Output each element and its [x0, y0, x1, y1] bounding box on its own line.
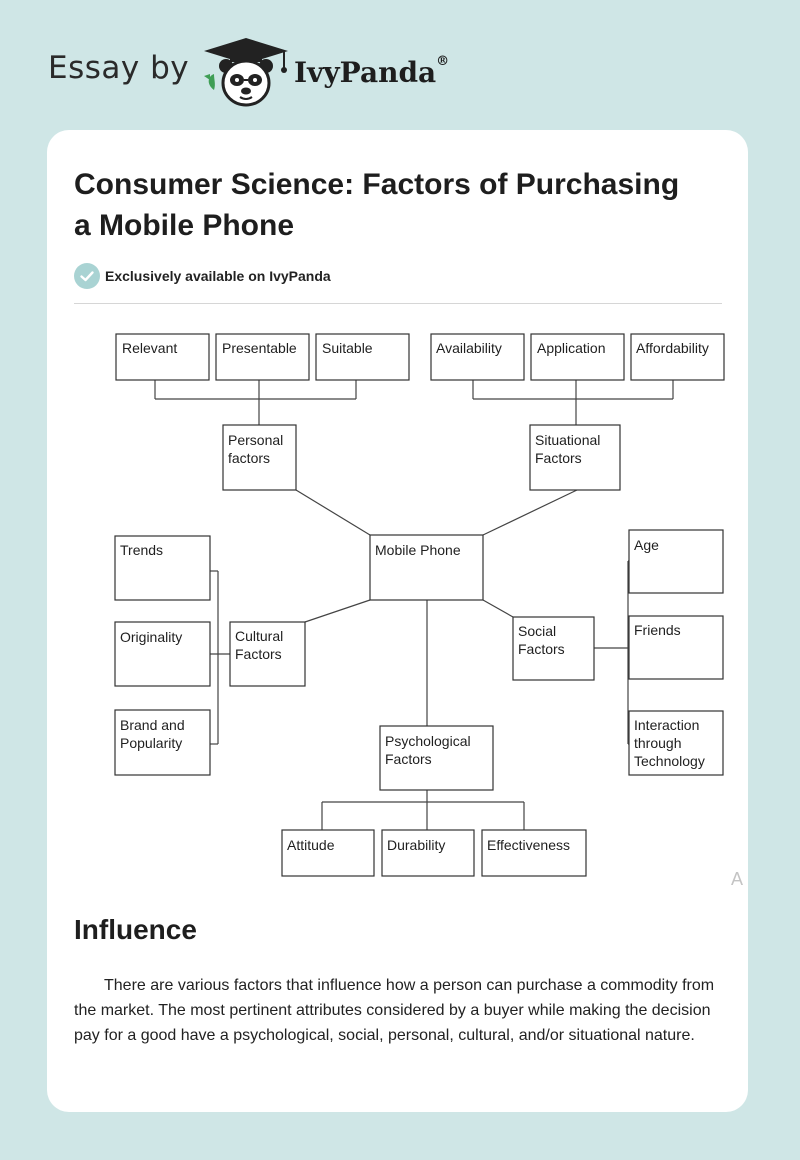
- svg-text:factors: factors: [228, 450, 270, 466]
- svg-text:Attitude: Attitude: [287, 837, 335, 853]
- svg-text:Interaction: Interaction: [634, 717, 699, 733]
- svg-text:Originality: Originality: [120, 629, 182, 645]
- svg-text:through: through: [634, 735, 681, 751]
- node-attitude: Attitude: [281, 829, 375, 877]
- node-effectiveness: Effectiveness: [481, 829, 587, 877]
- site-header: Essay by IvyPanda®: [48, 36, 508, 108]
- node-affordability: Affordability: [630, 333, 725, 381]
- node-application: Application: [530, 333, 625, 381]
- svg-text:Personal: Personal: [228, 432, 283, 448]
- svg-text:Popularity: Popularity: [120, 735, 182, 751]
- node-age: Age: [628, 529, 724, 594]
- node-personal-factors: Personal factors: [222, 424, 297, 491]
- node-trends: Trends: [114, 535, 211, 601]
- svg-text:Effectiveness: Effectiveness: [487, 837, 570, 853]
- node-mobile-phone: Mobile Phone: [369, 534, 484, 601]
- svg-text:Cultural: Cultural: [235, 628, 283, 644]
- svg-text:Psychological: Psychological: [385, 733, 471, 749]
- svg-text:Factors: Factors: [235, 646, 282, 662]
- brand-name[interactable]: IvyPanda®: [294, 54, 450, 89]
- divider: [74, 303, 722, 304]
- svg-text:Social: Social: [518, 623, 556, 639]
- svg-text:Durability: Durability: [387, 837, 445, 853]
- svg-text:Trends: Trends: [120, 542, 163, 558]
- brand-prefix: Essay by: [48, 50, 190, 86]
- content-card: Consumer Science: Factors of Purchasing …: [47, 130, 748, 1112]
- svg-text:Factors: Factors: [518, 641, 565, 657]
- svg-text:Availability: Availability: [436, 340, 502, 356]
- node-relevant: Relevant: [115, 333, 210, 381]
- factors-diagram: Relevant Presentable Suitable Availabili…: [114, 333, 725, 877]
- node-originality: Originality: [114, 621, 211, 687]
- node-suitable: Suitable: [315, 333, 410, 381]
- svg-text:Technology: Technology: [634, 753, 705, 769]
- node-availability: Availability: [430, 333, 525, 381]
- page-title: Consumer Science: Factors of Purchasing …: [74, 168, 680, 242]
- node-presentable: Presentable: [215, 333, 310, 381]
- svg-text:Application: Application: [537, 340, 606, 356]
- node-friends: Friends: [628, 615, 724, 680]
- corner-mark: A: [731, 869, 744, 889]
- node-durability: Durability: [381, 829, 475, 877]
- panda-graduate-icon[interactable]: [200, 36, 292, 113]
- svg-text:Situational: Situational: [535, 432, 600, 448]
- svg-text:Presentable: Presentable: [222, 340, 297, 356]
- section-heading: Influence: [74, 914, 197, 945]
- exclusive-text: Exclusively available on IvyPanda: [105, 268, 331, 284]
- svg-text:Age: Age: [634, 537, 659, 553]
- svg-text:Relevant: Relevant: [122, 340, 177, 356]
- check-icon: [74, 263, 100, 289]
- section-paragraph: There are various factors that influence…: [74, 977, 715, 1044]
- svg-text:Friends: Friends: [634, 622, 681, 638]
- svg-text:Factors: Factors: [385, 751, 432, 767]
- diagram-connectors: [154, 380, 674, 830]
- svg-text:Brand and: Brand and: [120, 717, 185, 733]
- svg-text:Affordability: Affordability: [636, 340, 709, 356]
- svg-text:Suitable: Suitable: [322, 340, 373, 356]
- svg-text:Factors: Factors: [535, 450, 582, 466]
- svg-text:Mobile Phone: Mobile Phone: [375, 542, 461, 558]
